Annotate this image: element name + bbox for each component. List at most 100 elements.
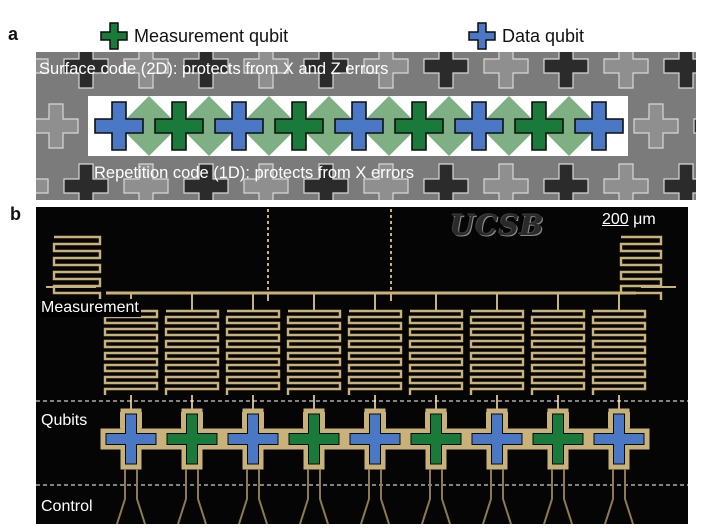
control-line [319,469,329,524]
xmon-outline [405,408,467,470]
control-line [604,469,614,524]
panel-b-letter: b [10,204,21,224]
lattice-qubit [36,103,79,149]
lattice-qubit [663,163,696,200]
xmon-outline [161,408,223,470]
lattice-qubit [63,52,109,89]
ucsb-logo: UCSB [450,209,545,242]
data-qubit [105,413,157,465]
lattice-qubit [303,52,349,89]
scale-bar: 200 μm [602,211,656,229]
measurement-qubit-icon [100,22,128,50]
data-qubit [334,101,384,151]
lattice-qubit [423,163,469,200]
legend-data-qubit: Data qubit [468,22,584,50]
lattice-qubit [123,163,169,200]
data-qubit [471,413,523,465]
measurement-qubit [410,413,462,465]
data-qubit [214,101,264,151]
control-line [421,469,431,524]
lattice-qubit [63,163,109,200]
lattice-qubit [36,178,49,194]
xmon-outline [344,408,406,470]
control-line [360,469,370,524]
lattice-qubit [423,52,469,89]
corner-resonator [52,235,102,300]
stabilizer-plaquette [479,96,539,156]
data-qubit [349,413,401,465]
control-line [299,469,309,524]
measurement-qubit [274,101,324,151]
control-line [502,469,512,524]
stabilizer-plaquette [419,96,479,156]
measurement-section-label: Measurement [41,299,141,317]
xmon-outline [588,408,650,470]
readout-resonator [408,309,464,395]
lattice-qubit [603,52,649,89]
xmon-outline [222,408,284,470]
measurement-qubit [166,413,218,465]
xmon-outline [283,408,345,470]
data-qubit [593,413,645,465]
control-section-label: Control [41,498,93,515]
repetition-code-label: Repetition code (1D): protects from X er… [94,164,415,182]
legend-measurement-qubit: Measurement qubit [100,22,288,50]
panel-a-letter: a [8,24,19,44]
xmon-outline [466,408,528,470]
lattice-qubit [543,163,589,200]
measurement-qubit [288,413,340,465]
lattice-qubit [303,163,349,200]
stabilizer-plaquette [299,96,359,156]
control-line [482,469,492,524]
control-line [624,469,634,524]
readout-resonator [286,309,342,395]
readout-resonator [225,309,281,395]
readout-resonator [164,309,220,395]
stabilizer-plaquette [359,96,419,156]
lattice-qubit [243,163,289,200]
readout-resonator [347,309,403,395]
xmon-outline [100,408,162,470]
data-qubit [574,101,624,151]
readout-resonator [530,309,586,395]
control-line [116,469,126,524]
lattice-qubit [543,52,589,89]
stabilizer-plaquette [119,96,179,156]
readout-resonator [591,309,647,395]
surface-code-label: Surface code (2D): protects from X and Z… [39,60,389,78]
stabilizer-plaquette [179,96,239,156]
control-line [197,469,207,524]
measurement-qubit [154,101,204,151]
stabilizer-plaquette [539,96,599,156]
control-line [136,469,146,524]
data-qubit [94,101,144,151]
scale-bar-unit: μm [633,211,656,228]
lattice-qubit [183,52,229,89]
lattice-qubit [363,52,409,89]
lattice-qubit [483,163,529,200]
data-qubit [454,101,504,151]
control-line [380,469,390,524]
stabilizer-plaquette [239,96,299,156]
readout-resonator [103,309,159,395]
control-line [543,469,553,524]
lattice-qubit [663,52,696,89]
lattice-qubit [693,118,696,134]
lattice-qubit [183,163,229,200]
corner-resonator [619,235,663,300]
measurement-qubit [514,101,564,151]
scale-bar-value: 200 [602,211,629,228]
qubits-section-label: Qubits [41,412,88,429]
lattice-qubit [243,52,289,89]
lattice-qubit [123,52,169,89]
control-line [441,469,451,524]
code-schematic-panel: Surface code (2D): protects from X and Z… [36,52,696,200]
lattice-qubit [36,58,49,74]
control-line [258,469,268,524]
control-line [563,469,573,524]
control-line [177,469,187,524]
code-lattice-diagram [36,52,696,200]
readout-resonator [469,309,525,395]
lattice-qubit [633,103,679,149]
xmon-outline [527,408,589,470]
